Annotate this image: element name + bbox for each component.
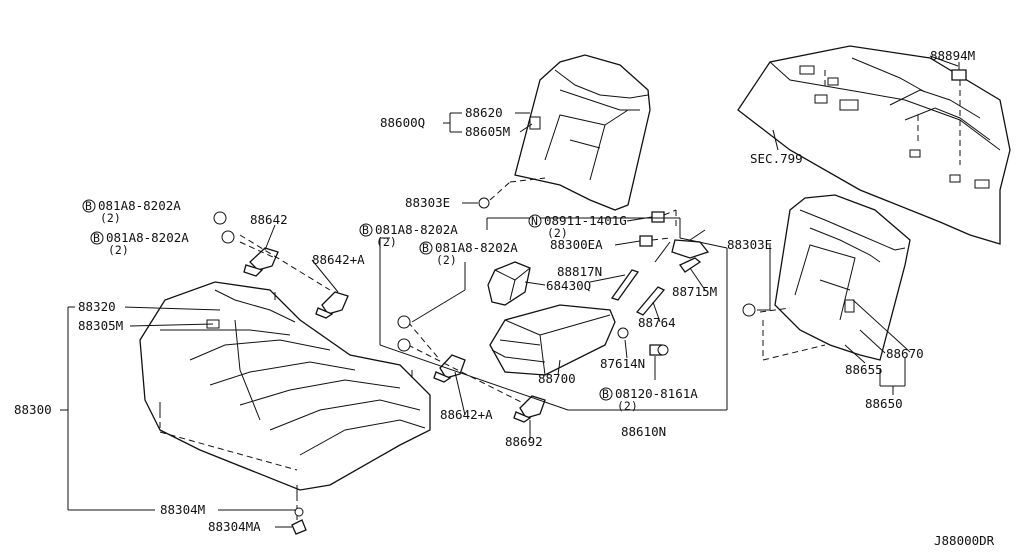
label-88670: 88670 (886, 346, 924, 361)
circle-letter-b: B (362, 223, 369, 237)
hinge-brackets (213, 197, 756, 535)
cup-holder-68430Q (487, 261, 531, 306)
rear-parcel-shelf (737, 45, 1011, 245)
label-bolt-081A8-8202A: 081A8-8202A (435, 240, 518, 255)
label-88620: 88620 (465, 105, 503, 120)
label-88700: 88700 (538, 371, 576, 386)
seat-back-right (759, 194, 911, 361)
part-labels: 88894M SEC.799 88600Q 88620 88605M 88303… (14, 48, 995, 548)
label-88304MA: 88304MA (208, 519, 261, 534)
circle-letter-b: B (422, 241, 429, 255)
label-bolt-qty: (2) (100, 211, 121, 225)
label-nut-08911-1401G: 08911-1401G (544, 213, 627, 228)
label-88320: 88320 (78, 299, 116, 314)
label-bolt-081A8-8202A: 081A8-8202A (106, 230, 189, 245)
label-88650: 88650 (865, 396, 903, 411)
label-bolt-qty: (2) (108, 243, 129, 257)
label-88642-A: 88642+A (312, 252, 365, 267)
label-88894M: 88894M (930, 48, 975, 63)
label-88764: 88764 (638, 315, 676, 330)
label-nut-qty: (2) (547, 226, 568, 240)
armrest-hardware (610, 209, 710, 356)
label-bolt-081A8-8202A: 081A8-8202A (375, 222, 458, 237)
label-88642: 88642 (250, 212, 288, 227)
label-88642-A: 88642+A (440, 407, 493, 422)
circle-letter-n: N (531, 214, 538, 228)
label-88655: 88655 (845, 362, 883, 377)
clip-88894M (951, 62, 967, 81)
label-bolt-qty: (2) (436, 253, 457, 267)
label-88605M: 88605M (465, 124, 510, 139)
label-87614N: 87614N (600, 356, 645, 371)
label-bolt-081A8-8202A: 081A8-8202A (98, 198, 181, 213)
circle-letter-b: B (85, 199, 92, 213)
label-88300EA: 88300EA (550, 237, 603, 252)
label-88303E: 88303E (727, 237, 772, 252)
label-88817N: 88817N (557, 264, 602, 279)
label-88610N: 88610N (621, 424, 666, 439)
label-88303E: 88303E (405, 195, 450, 210)
label-88715M: 88715M (672, 284, 717, 299)
leader-lines (60, 55, 959, 528)
label-88304M: 88304M (160, 502, 205, 517)
armrest-88700 (489, 304, 616, 376)
label-88692: 88692 (505, 434, 543, 449)
circle-letter-b: B (602, 387, 609, 401)
label-bolt-qty: (2) (376, 235, 397, 249)
label-88305M: 88305M (78, 318, 123, 333)
label-88300: 88300 (14, 402, 52, 417)
label-68430Q: 68430Q (546, 278, 591, 293)
label-bolt-qty: (2) (617, 399, 638, 413)
seat-cushion (139, 281, 431, 520)
seat-back-center (489, 54, 651, 211)
circle-letter-b: B (93, 231, 100, 245)
label-sec-799: SEC.799 (750, 151, 803, 166)
diagram-code: J88000DR (934, 533, 995, 548)
circled-prefixes: B B B B N B (82, 199, 613, 401)
label-88600Q: 88600Q (380, 115, 425, 130)
label-bolt-08120-8161A: 08120-8161A (615, 386, 698, 401)
